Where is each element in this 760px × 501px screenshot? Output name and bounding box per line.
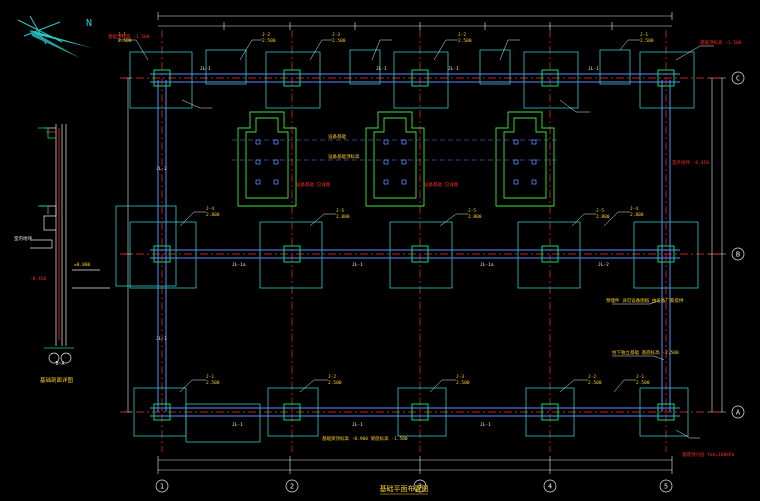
grid-bubbles-rows (731, 71, 745, 419)
grid-row-label-A: A (736, 409, 741, 417)
equipment-anchor-bolts (255, 139, 537, 185)
grid-row-labels: C B A (736, 75, 741, 417)
equipment-foundation-2 (365, 111, 425, 207)
beam-label: JL-1 (376, 66, 387, 72)
equipment-center-lines (232, 139, 560, 161)
compass-label: N (86, 18, 92, 29)
equipment-foundation-3 (495, 111, 555, 207)
grid-column-labels: 1 2 3 4 5 (160, 483, 668, 491)
footing-code-label: J-3 (456, 374, 464, 380)
note-center-b: 设备基础顶标高 (328, 153, 360, 160)
grid-column-label-4: 4 (548, 483, 552, 491)
grid-axes (120, 30, 720, 452)
beam-label: JL-1 (588, 66, 599, 72)
detail-label-2: ±0.000 (74, 262, 91, 268)
footing-size-label: 2.500 (328, 380, 342, 386)
beam-label: JL-1a (232, 262, 246, 268)
footing-size-label: 2.800 (630, 212, 644, 218)
note-equipment-2: 设备基础 见详图 (424, 181, 459, 188)
footing-size-label: 2.500 (640, 38, 654, 44)
note-right-red-top: 室外地坪 -0.450 (672, 159, 709, 166)
beam-label: JL-1 (480, 422, 491, 428)
note-equipment-1: 设备基础 见详图 (296, 181, 331, 188)
footing-outlines (115, 49, 699, 443)
right-dimension-line (708, 77, 726, 413)
note-right-mid: 预埋件 详见设备图纸 由设备厂家提供 (606, 297, 684, 304)
note-top-left: 基础顶标高 -1.500 (108, 33, 150, 40)
section-axis-bubbles (48, 352, 72, 364)
section-detail-green (38, 127, 74, 349)
footing-code-label: J-1 (206, 374, 214, 380)
beam-label: JL-1 (232, 422, 243, 428)
grid-column-label-2: 2 (290, 483, 294, 491)
footing-code-label: J-5 (468, 208, 476, 214)
section-detail-rebar (46, 128, 60, 340)
drawing-title: 基础平面布置图 (380, 484, 429, 493)
equipment-foundation-1 (237, 111, 297, 207)
footing-code-label: J-4 (630, 206, 638, 212)
note-center-a: 设备基础 (328, 133, 346, 140)
footing-code-label: J-2 (328, 374, 336, 380)
beam-label: JL-1 (200, 66, 211, 72)
column-markers (153, 69, 675, 421)
beam-label: JL-2 (598, 262, 609, 268)
detail-title: 基础剖面详图 (40, 376, 74, 384)
north-arrow-icon: N (17, 15, 92, 58)
detail-label-1: 室内地坪 (14, 235, 32, 242)
note-bottom: 基础梁顶标高 -0.900 梁底标高 -1.500 (322, 435, 408, 442)
grid-column-label-1: 1 (160, 483, 164, 491)
foundation-beams (150, 73, 680, 417)
footing-size-label: 2.500 (118, 38, 132, 44)
leader-lines (118, 39, 714, 439)
beam-label: JL-2 (156, 166, 167, 172)
footing-size-label: 2.800 (468, 214, 482, 220)
footing-size-label: 2.500 (262, 38, 276, 44)
footing-size-label: 2.800 (336, 214, 350, 220)
footing-labels: J-12.500J-22.500J-32.500J-22.500J-12.500… (118, 32, 654, 386)
beam-label: JL-1 (352, 422, 363, 428)
grid-column-label-5: 5 (664, 483, 668, 491)
footing-size-label: 2.800 (596, 214, 610, 220)
beam-label: JL-1a (480, 262, 494, 268)
bottom-dimension-line (157, 456, 673, 474)
footing-size-label: 2.500 (206, 380, 220, 386)
footing-code-label: J-5 (336, 208, 344, 214)
grid-row-label-B: B (736, 251, 740, 259)
footing-size-label: 2.500 (588, 380, 602, 386)
footing-code-label: J-1 (640, 32, 648, 38)
left-dimension-line (124, 77, 132, 413)
top-dimension-line (157, 12, 673, 30)
footing-size-label: 2.500 (458, 38, 472, 44)
footing-code-label: J-2 (262, 32, 270, 38)
beam-label: JL-1 (156, 336, 167, 342)
beam-label: JL-1 (448, 66, 459, 72)
grid-bubbles-columns (155, 479, 673, 493)
footing-code-label: J-5 (596, 208, 604, 214)
section-detail (30, 124, 110, 346)
footing-code-label: J-3 (332, 32, 340, 38)
beam-label: JL-1 (352, 262, 363, 268)
grid-row-label-C: C (736, 75, 740, 83)
footing-size-label: 2.500 (636, 380, 650, 386)
note-top-right: 基础顶标高 -1.500 (700, 39, 742, 46)
footing-code-label: J-2 (588, 374, 596, 380)
note-right-low: 柱下独立基础 基底标高 -2.500 (612, 349, 679, 356)
detail-axis-label: B~A (55, 361, 64, 367)
footing-code-label: J-1 (636, 374, 644, 380)
footing-code-label: J-1 (118, 32, 126, 38)
detail-label-3: -0.450 (30, 276, 47, 282)
footing-code-label: J-4 (206, 206, 214, 212)
grid-column-label-3: 3 (418, 483, 422, 491)
footing-size-label: 2.500 (332, 38, 346, 44)
note-right-red-bottom: 基底持力层 fak=180kPa (682, 451, 735, 458)
footing-size-label: 2.500 (456, 380, 470, 386)
footing-code-label: J-2 (458, 32, 466, 38)
footing-size-label: 2.800 (206, 212, 220, 218)
